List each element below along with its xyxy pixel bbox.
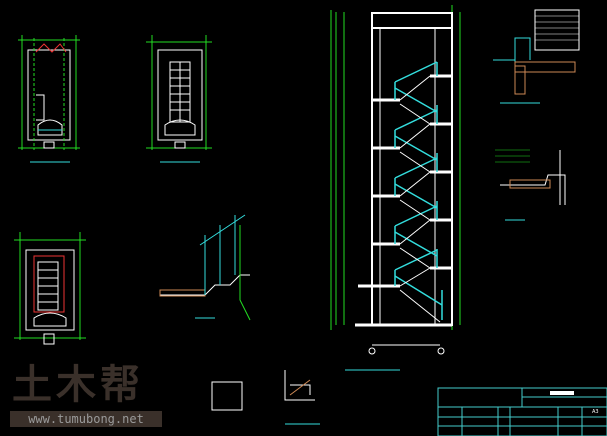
watermark-logo: 土木帮 (12, 361, 144, 408)
title-block (437, 387, 607, 436)
stair-plan-1 (18, 35, 80, 163)
stair-plan-2 (146, 35, 212, 163)
main-section (330, 5, 461, 371)
watermark: 土木帮 www.tumubong.net (10, 361, 162, 427)
detail-top-right (493, 9, 580, 104)
watermark-url: www.tumubong.net (10, 411, 162, 427)
sheet-size-label: A3 (592, 409, 599, 415)
small-details-bottom (211, 370, 320, 425)
stair-plan-3 (14, 232, 86, 345)
detail-mid-right (495, 149, 566, 221)
stair-detail-section (159, 214, 251, 321)
